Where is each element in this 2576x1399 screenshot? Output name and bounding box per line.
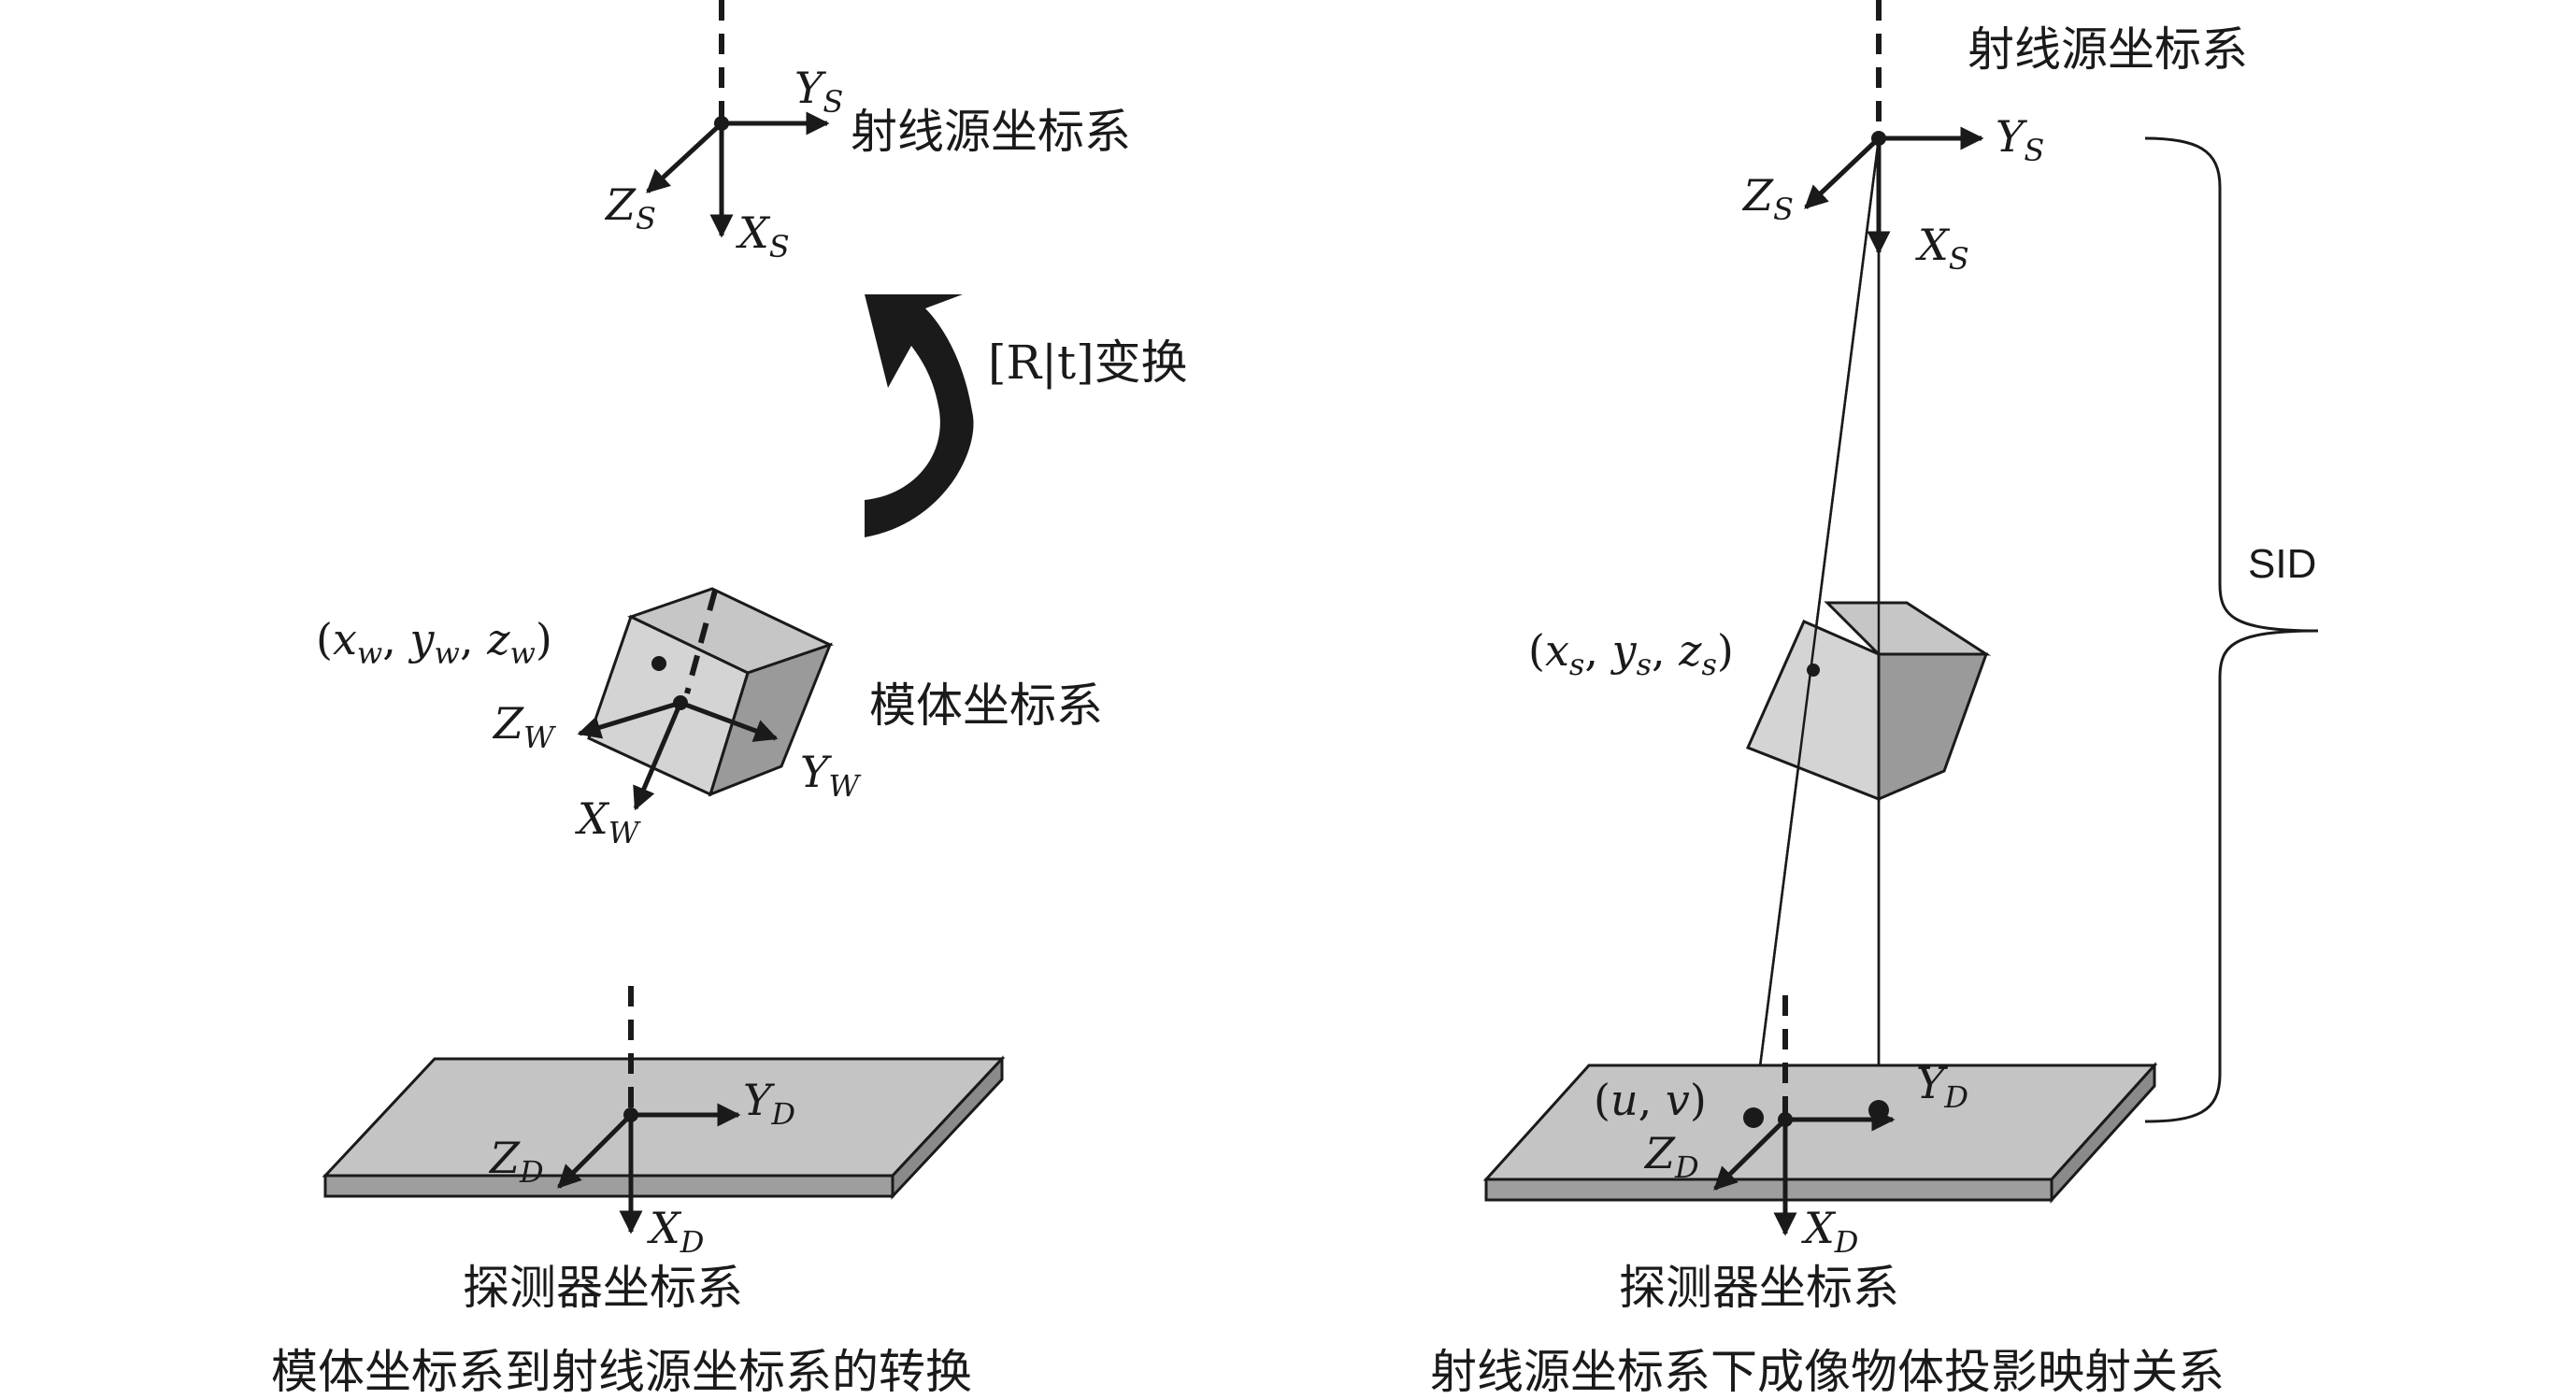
left-model-y-label: YW <box>800 747 862 804</box>
right-detector: YD ZD XD (u, v) 探测器坐标系 <box>1482 995 2158 1315</box>
transform-label: [R|t]变换 <box>988 335 1188 390</box>
right-object-coordinate: (xs, ys, zs) <box>1528 625 1734 682</box>
sid-label: SID <box>2248 541 2316 587</box>
left-source-label: 射线源坐标系 <box>851 105 1131 159</box>
right-source-axes: YS ZS XS 射线源坐标系 <box>1741 0 2248 277</box>
left-model-y-arrow <box>680 700 779 742</box>
left-detector-label: 探测器坐标系 <box>463 1261 743 1315</box>
left-model-z-arrow <box>577 700 681 739</box>
right-detector-z-arrow <box>1713 1118 1787 1191</box>
sid-brace: SID <box>2144 136 2319 1123</box>
left-panel: YS ZS XS 射线源坐标系 [R|t]变换 ZW YW XW (xw, yw… <box>271 0 1188 1399</box>
right-source-label: 射线源坐标系 <box>1968 22 2248 77</box>
right-projected-point-center <box>1868 1100 1889 1121</box>
left-detector-origin <box>623 1107 638 1122</box>
left-detector-x-label: XD <box>647 1203 704 1260</box>
left-source-axes: YS ZS XS 射线源坐标系 <box>604 0 1131 264</box>
right-detector-label: 探测器坐标系 <box>1619 1261 1899 1315</box>
projection-ray-left-overlay <box>1752 137 1881 1119</box>
left-source-x-label: XS <box>736 207 790 264</box>
right-plate-front <box>1484 1178 2054 1202</box>
right-detector-x-label: XD <box>1801 1203 1858 1260</box>
right-source-z-arrow <box>1804 136 1881 209</box>
transform-curved-arrow-icon <box>865 294 974 537</box>
left-detector-y-label: YD <box>743 1075 795 1132</box>
left-model-cube: ZW YW XW (xw, yw, zw) 模体坐标系 <box>316 587 1103 850</box>
right-projected-point-uv <box>1743 1107 1764 1128</box>
left-model-label: 模体坐标系 <box>869 678 1103 733</box>
right-detector-y-label: YD <box>1916 1058 1968 1115</box>
right-source-z-label: ZS <box>1741 170 1794 227</box>
left-source-z-arrow <box>646 121 723 193</box>
left-detector-z-arrow <box>557 1113 633 1189</box>
left-model-x-arrow <box>633 702 683 811</box>
left-detector: YD ZD XD 探测器坐标系 <box>322 986 1006 1315</box>
left-model-point <box>651 656 666 671</box>
right-detector-origin <box>1778 1112 1793 1127</box>
left-source-y-label: YS <box>794 63 843 120</box>
left-model-dashed-axis <box>684 590 718 694</box>
left-plate-side <box>891 1055 1004 1200</box>
transform-arrow: [R|t]变换 <box>865 294 1188 537</box>
right-plate-top <box>1482 1064 2158 1181</box>
right-cube-side-face <box>1877 652 1989 802</box>
right-detector-point-uv: (u, v) <box>1594 1075 1707 1125</box>
left-plate-front <box>323 1174 894 1198</box>
right-detector-z-label: ZD <box>1643 1128 1699 1185</box>
right-caption: 射线源坐标系下成像物体投影映射关系 <box>1430 1345 2225 1394</box>
right-object-point <box>1807 664 1820 677</box>
left-model-z-label: ZW <box>492 698 557 755</box>
left-source-z-label: ZS <box>604 179 656 236</box>
left-detector-z-label: ZD <box>488 1133 544 1190</box>
left-model-coordinate: (xw, yw, zw) <box>316 614 552 671</box>
left-caption: 模体坐标系到射线源坐标系的转换 <box>271 1345 972 1394</box>
right-source-x-label: XS <box>1915 220 1969 277</box>
right-source-y-label: YS <box>1996 111 2044 168</box>
left-source-origin <box>714 116 729 131</box>
right-object-cube: (xs, ys, zs) <box>1528 137 1992 1119</box>
right-panel: YS ZS XS 射线源坐标系 (xs, ys, zs) SID <box>1430 0 2319 1399</box>
left-model-origin <box>673 695 688 710</box>
sid-brace-icon <box>2144 136 2319 1123</box>
right-plate-side <box>2050 1062 2156 1204</box>
left-model-x-label: XW <box>575 793 642 850</box>
